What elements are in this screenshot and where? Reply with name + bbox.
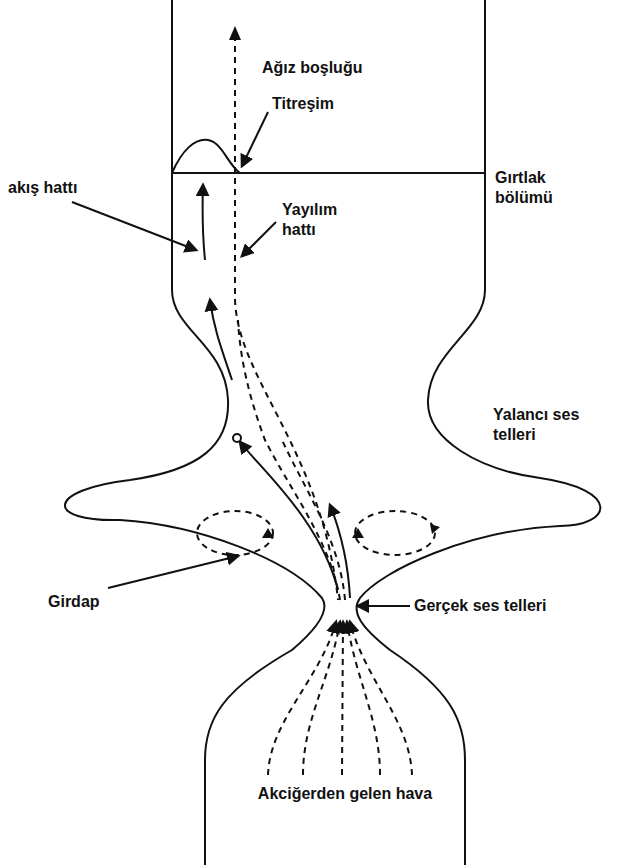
vortex-arrow	[430, 524, 440, 534]
vibration-label: Titreşim	[272, 94, 372, 114]
top-arrow	[229, 26, 241, 40]
flow-dot	[233, 434, 241, 442]
incoming-air	[347, 622, 380, 775]
part-label: Gerçek ses telleri	[414, 596, 604, 616]
incoming-air	[350, 622, 412, 775]
cavity-label: Ağız boşluğu	[262, 58, 392, 78]
part-label: Girdap	[48, 592, 128, 612]
right-wall	[357, 0, 601, 865]
incoming-air	[268, 622, 336, 775]
vortex-arrow	[352, 528, 364, 538]
leader-arrow	[108, 556, 238, 588]
spread-line	[238, 320, 340, 600]
flow-line	[240, 442, 338, 590]
leader-arrow	[72, 202, 196, 250]
leader-arrow	[358, 605, 410, 607]
leader-arrow	[242, 222, 276, 256]
incoming-air	[342, 622, 343, 775]
flow-line	[330, 505, 350, 598]
leader-arrow	[242, 112, 268, 166]
spread-line	[282, 440, 345, 600]
vibration-wave	[172, 140, 240, 173]
vortex	[355, 511, 435, 555]
flow-line	[210, 300, 232, 380]
vortex	[197, 511, 273, 555]
larynx-section-line	[172, 172, 485, 174]
vortex-arrow	[262, 528, 274, 538]
propagation-label: Yayılım hattı	[282, 200, 372, 240]
incoming-air	[303, 622, 340, 775]
section-label: Gırtlak bölümü	[495, 168, 607, 208]
flow-line	[203, 185, 205, 260]
flow-line-label: akış hattı	[8, 178, 118, 198]
part-label: Yalancı ses telleri	[493, 405, 613, 445]
propagation-line	[235, 35, 338, 600]
source-label: Akciğerden gelen hava	[250, 784, 440, 804]
